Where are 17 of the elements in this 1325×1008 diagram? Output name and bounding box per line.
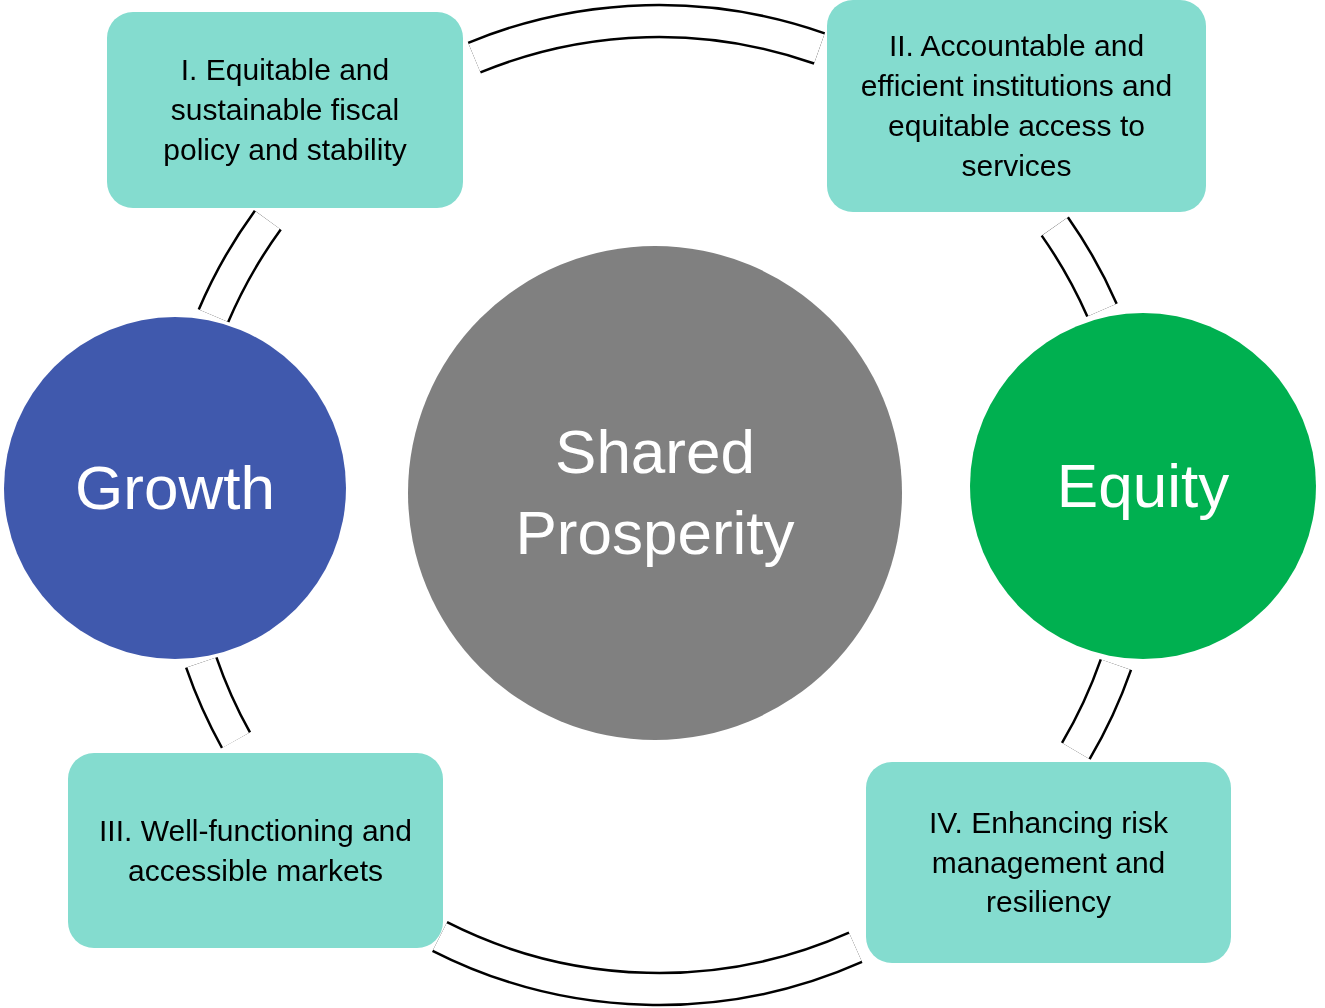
topic-text: II. Accountable and efficient institutions and equitable access to services <box>859 28 1174 184</box>
circle-label: Growth <box>75 451 275 524</box>
topic-text: IV. Enhancing risk management and resiliency <box>927 804 1169 921</box>
double-line-connector <box>185 656 252 749</box>
double-line-connector <box>432 920 862 1006</box>
circle-label: Shared Prosperity <box>514 416 796 569</box>
double-line-connector <box>1040 216 1118 318</box>
circle-label: Equity <box>1056 449 1230 522</box>
double-line-connector <box>197 210 282 323</box>
topic-text: I. Equitable and sustainable fiscal policy and stability <box>162 52 408 168</box>
topic-box <box>866 762 1231 963</box>
topic-box <box>827 0 1206 212</box>
topic-text: III. Well-functioning and accessible markets <box>98 812 413 889</box>
double-line-connector <box>468 4 825 74</box>
topic-box <box>68 753 443 948</box>
topic-box <box>107 12 463 208</box>
double-line-connector <box>1060 658 1133 760</box>
